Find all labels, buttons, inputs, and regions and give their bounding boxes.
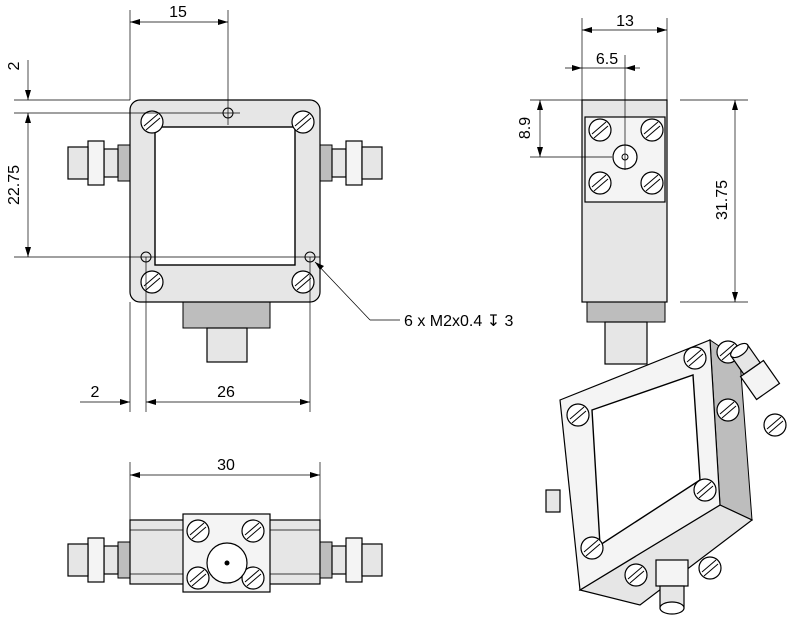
dim-label: 8.9 — [517, 117, 534, 139]
bottom-connector-base — [182, 301, 271, 329]
isometric-view — [545, 339, 787, 615]
dim-label: 13 — [616, 13, 634, 30]
thread-callout: 6 x M2x0.4 ↧ 3 — [404, 313, 514, 330]
screw-icon — [186, 566, 210, 590]
screw-icon — [640, 118, 664, 142]
left-connector — [67, 537, 131, 583]
iso-connector-bottom — [655, 559, 689, 615]
screw-icon — [588, 171, 612, 195]
dim-label: 31.75 — [714, 180, 731, 220]
side-connector — [604, 321, 648, 365]
screw-icon — [140, 270, 164, 294]
left-connector — [67, 140, 131, 186]
iso-connector-right — [730, 342, 781, 401]
dim-label: 30 — [217, 457, 235, 474]
screw-icon — [640, 171, 664, 195]
front-view: 30 — [67, 457, 383, 593]
screw-icon — [763, 413, 787, 437]
screw-icon — [588, 118, 612, 142]
bottom-connector — [206, 327, 248, 363]
screw-icon — [140, 110, 164, 134]
screw-icon — [693, 478, 717, 502]
screw-icon — [683, 346, 707, 370]
dim-label: 2 — [91, 384, 100, 401]
screw-icon — [241, 519, 265, 543]
dim-label: 22.75 — [6, 165, 23, 205]
right-connector — [319, 537, 383, 583]
screw-icon — [186, 519, 210, 543]
right-connector — [319, 140, 383, 186]
iso-connector-left — [545, 489, 561, 513]
side-view: 13 6.5 8.9 31.75 — [517, 13, 748, 365]
screw-icon — [716, 398, 740, 422]
screw-icon — [291, 270, 315, 294]
screw-icon — [580, 536, 604, 560]
dim-label: 6.5 — [596, 51, 618, 68]
screw-icon — [291, 110, 315, 134]
screw-icon — [566, 403, 590, 427]
screw-icon — [698, 556, 722, 580]
dim-label: 15 — [169, 4, 187, 21]
dim-label: 26 — [217, 384, 235, 401]
cover-window — [154, 126, 296, 266]
top-view: 15 2 22.75 2 26 6 x M2x0.4 ↧ 3 — [6, 4, 514, 412]
dim-label: 2 — [6, 61, 23, 70]
screw-icon — [624, 563, 648, 587]
